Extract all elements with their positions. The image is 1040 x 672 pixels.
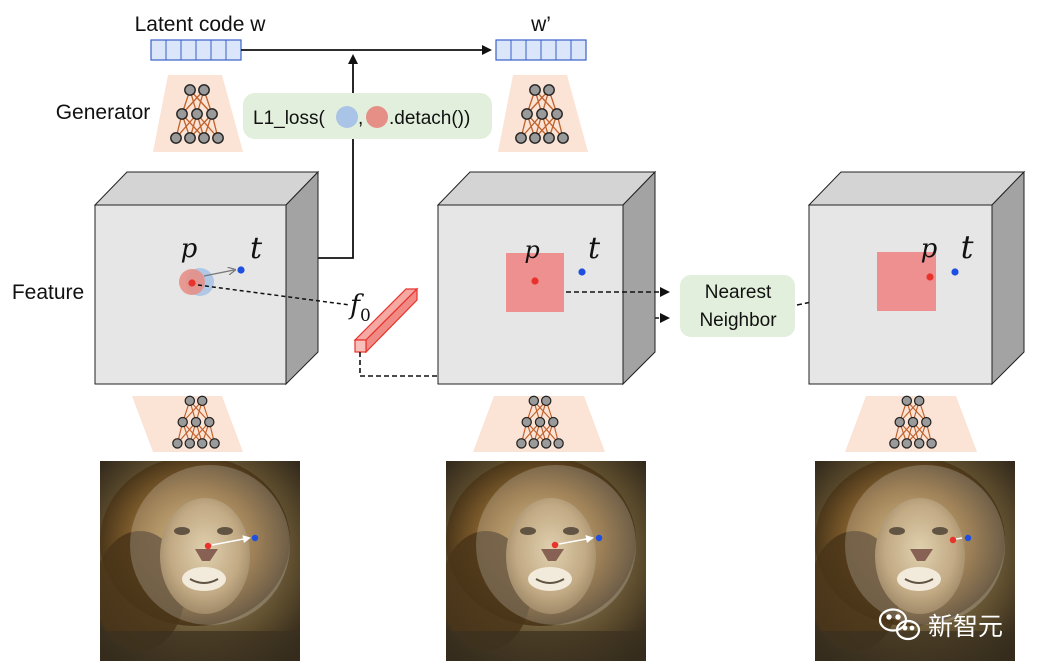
generator-top-2	[498, 75, 588, 152]
p-label-2: p	[524, 236, 539, 264]
nearest-neighbor-callout: Nearest Neighbor	[680, 275, 795, 337]
target-point-t-2	[578, 268, 586, 276]
feature-cube-3	[807, 170, 1026, 386]
loss-gradient-arrow	[313, 54, 358, 259]
lion-image-2	[446, 461, 646, 661]
wechat-icon	[878, 608, 921, 641]
neighbor-label: Neighbor	[699, 310, 777, 331]
t-label: t	[250, 231, 263, 266]
target-point-t	[237, 266, 245, 274]
loss-prefix: L1_loss(	[253, 108, 325, 129]
generator-bottom-1	[132, 395, 243, 452]
feature-label: Feature	[12, 281, 84, 304]
handle-point-p-2	[531, 277, 539, 285]
generator-bottom-3	[845, 395, 977, 452]
w-prime-label: w’	[530, 13, 551, 36]
t-label-3: t	[961, 228, 974, 266]
p-label: p	[181, 234, 198, 264]
latent-code-w-prime-bar	[495, 39, 587, 61]
latent-code-label: Latent code w	[135, 13, 267, 36]
feature-sample-dashed-line	[197, 284, 351, 306]
updated-patch	[877, 252, 936, 311]
updated-point-p	[926, 273, 934, 281]
f0-feature-vector	[353, 287, 419, 354]
watermark: 新智元	[878, 608, 1003, 641]
p-label-3: p	[921, 234, 938, 264]
target-point-t-3	[951, 268, 959, 276]
detached-point-circle-icon	[366, 106, 388, 128]
motion-arrow	[203, 270, 234, 277]
feature-point-circle-icon	[336, 106, 358, 128]
handle-point-p	[188, 279, 196, 287]
watermark-text: 新智元	[928, 612, 1003, 641]
latent-code-bar	[150, 39, 242, 61]
l1-loss-callout: L1_loss( , .detach())	[243, 93, 492, 139]
nearest-label: Nearest	[705, 282, 772, 303]
lion-image-1	[100, 461, 300, 661]
generator-top-1	[153, 75, 243, 152]
f0-label: f0	[348, 290, 371, 326]
lion-image-3	[815, 461, 1015, 661]
loss-comma: ,	[358, 108, 363, 129]
generator-label: Generator	[56, 101, 151, 124]
t-label-2: t	[588, 231, 601, 266]
loss-suffix: .detach())	[389, 108, 470, 129]
generator-bottom-2	[473, 395, 605, 452]
